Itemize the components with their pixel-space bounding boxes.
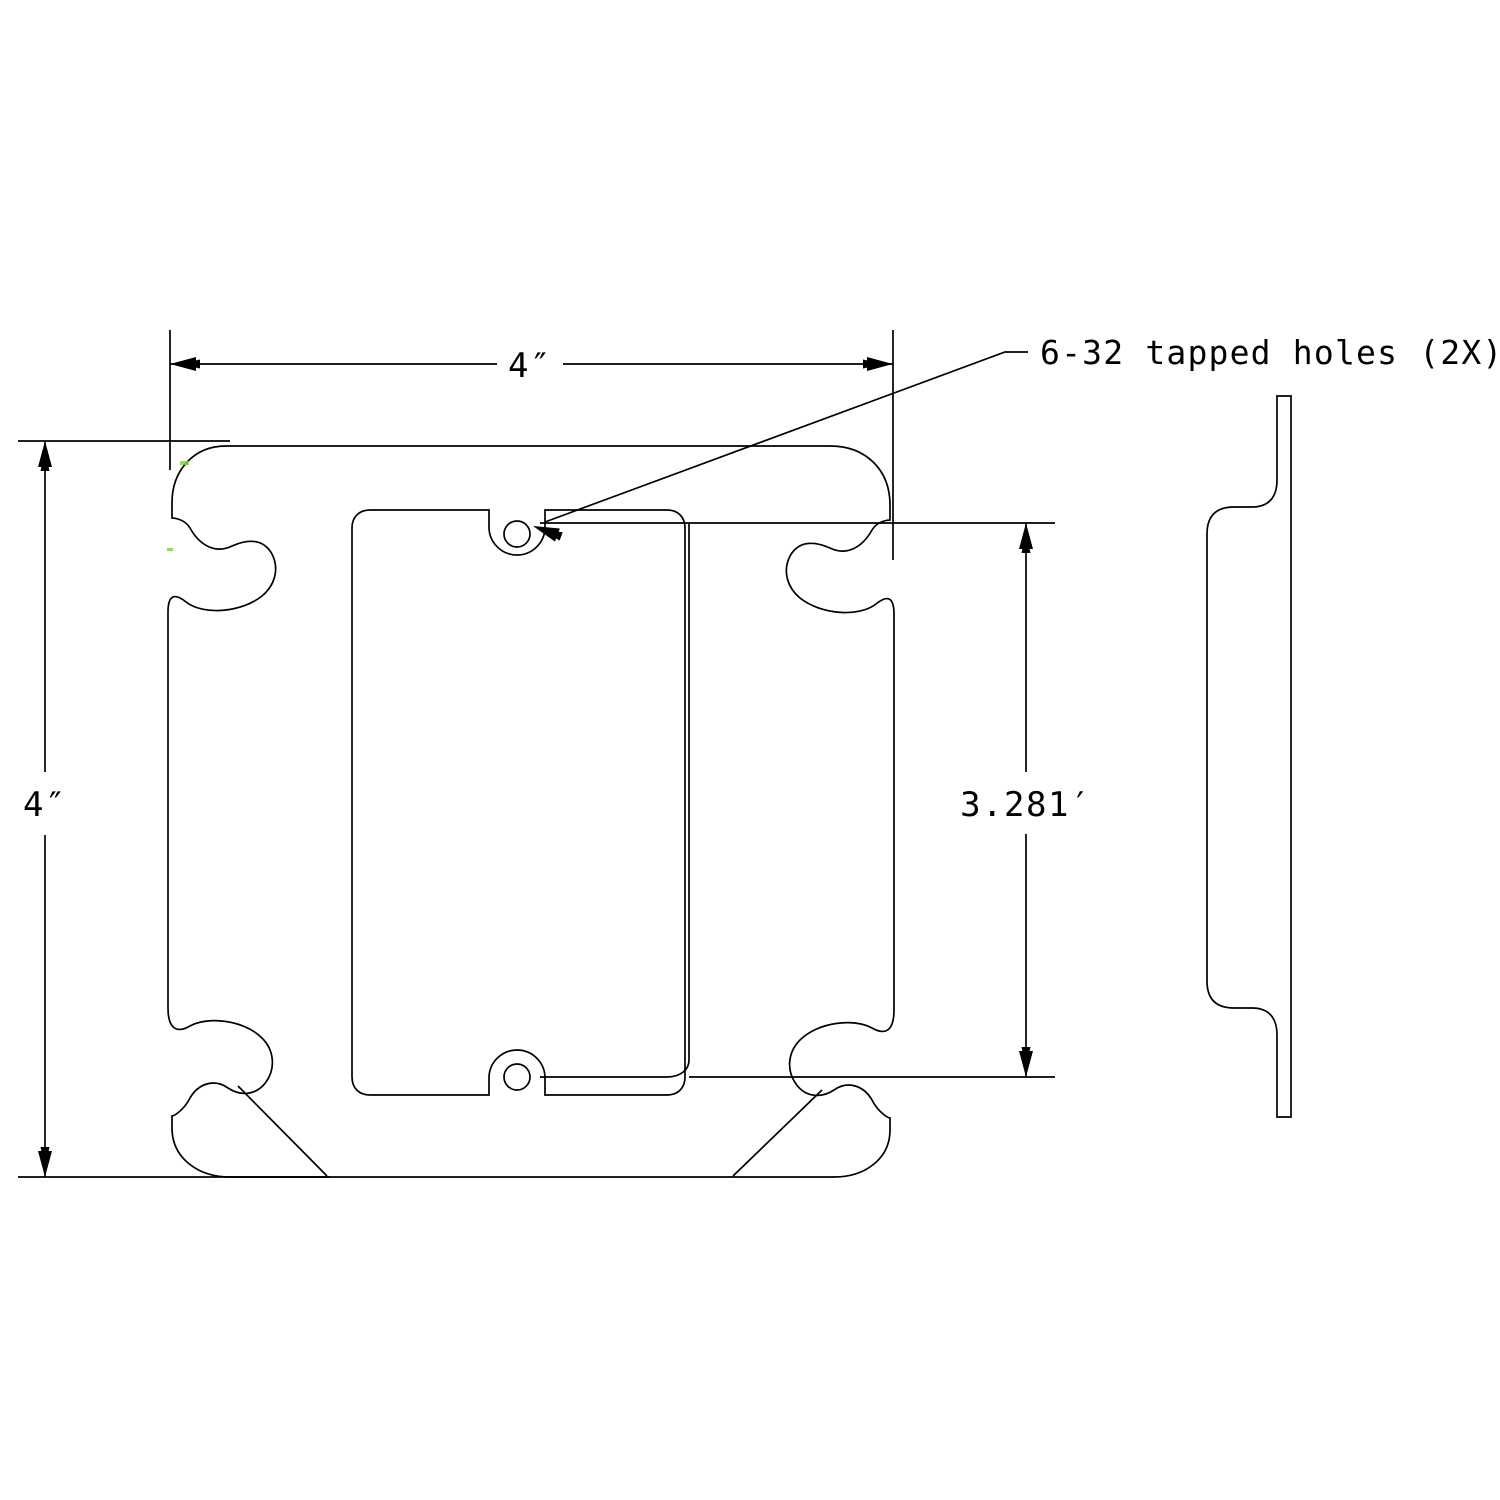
chamfer-line-bottom-left [238, 1086, 327, 1176]
dim-label-width: 4″ [508, 346, 552, 386]
side-profile-outline [1207, 396, 1291, 1117]
tapped-hole-bottom [504, 1064, 530, 1090]
dim-label-height: 4″ [23, 785, 67, 825]
leader-line-tapped-holes [545, 352, 1028, 522]
arrow-height-bottom [38, 1147, 52, 1177]
dimension-opening-height: 3.281′ [960, 523, 1092, 1077]
dimension-width: 4″ [170, 330, 893, 560]
device-opening-outline [352, 510, 685, 1095]
arrow-opening-top [1019, 523, 1033, 553]
dimension-height: 4″ [18, 441, 330, 1177]
render-artifact [180, 461, 189, 465]
arrow-opening-bottom [1019, 1047, 1033, 1077]
dim-label-opening-height: 3.281′ [960, 785, 1092, 825]
front-view [167, 446, 1055, 1177]
tapped-hole-top [504, 521, 530, 547]
side-view [1207, 396, 1291, 1117]
plate-outer-profile [168, 446, 894, 1177]
annotation-tapped-holes: 6-32 tapped holes (2X) [530, 333, 1500, 543]
arrow-width-right [863, 357, 893, 371]
arrow-height-top [38, 441, 52, 471]
render-artifact [167, 548, 173, 551]
arrow-width-left [170, 357, 200, 371]
chamfer-line-bottom-right [733, 1090, 822, 1176]
annotation-label-tapped-holes: 6-32 tapped holes (2X) [1040, 333, 1500, 372]
offset-ring-rectangle [540, 523, 1055, 1077]
